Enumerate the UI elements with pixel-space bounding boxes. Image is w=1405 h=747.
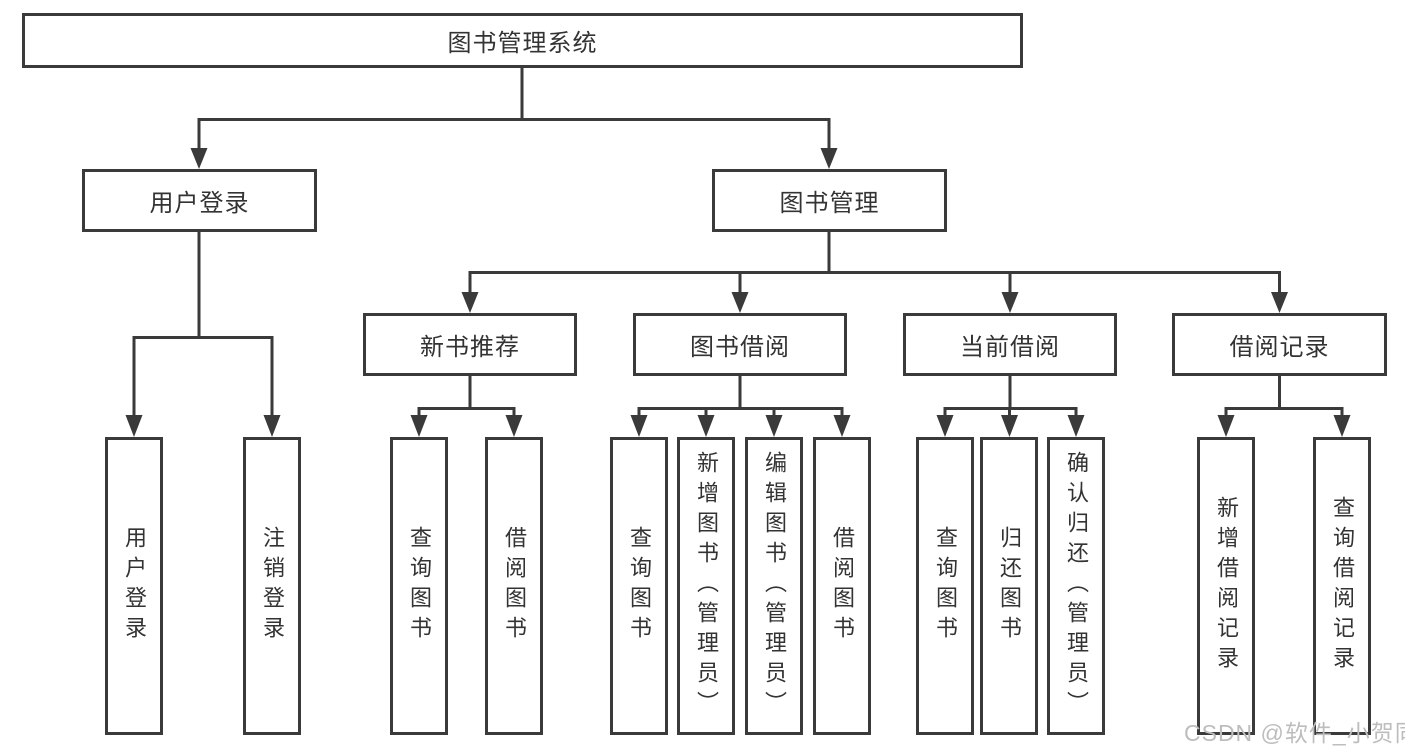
- node-new-book-recommend: 新书推荐: [363, 313, 577, 376]
- node-library-management-system: 图书管理系统: [22, 13, 1023, 68]
- leaf-confirm-return-admin: 确认归还（管理员）: [1047, 437, 1105, 735]
- leaf-label: 确认归还（管理员）: [1064, 451, 1089, 721]
- leaf-label: 新增借阅记录: [1214, 496, 1239, 676]
- leaf-label: 借阅图书: [502, 526, 527, 646]
- leaf-borrow-books-newbook: 借阅图书: [485, 437, 543, 735]
- leaf-label: 借阅图书: [830, 526, 855, 646]
- leaf-label: 查询图书: [627, 526, 652, 646]
- node-book-management: 图书管理: [712, 169, 947, 232]
- csdn-watermark: CSDN @软件_小贺同学: [1184, 720, 1405, 746]
- leaf-query-books-current: 查询图书: [916, 437, 974, 735]
- leaf-query-books-borrow: 查询图书: [610, 437, 668, 735]
- node-label: 当前借阅: [960, 334, 1060, 361]
- connector-arrowheads: [125, 148, 1351, 437]
- leaf-label: 用户登录: [122, 526, 147, 646]
- node-label: 用户登录: [149, 190, 250, 217]
- node-book-borrow: 图书借阅: [633, 313, 847, 376]
- leaf-label: 归还图书: [997, 526, 1022, 646]
- node-label: 借阅记录: [1229, 334, 1330, 361]
- leaf-borrow-books: 借阅图书: [813, 437, 871, 735]
- leaf-label: 查询借阅记录: [1330, 496, 1355, 676]
- node-borrow-records: 借阅记录: [1172, 313, 1387, 376]
- node-user-login: 用户登录: [82, 169, 317, 232]
- leaf-query-borrow-record: 查询借阅记录: [1313, 437, 1371, 735]
- node-current-borrow: 当前借阅: [903, 313, 1117, 376]
- leaf-label: 查询图书: [407, 526, 432, 646]
- leaf-label: 注销登录: [260, 526, 285, 646]
- node-label: 图书借阅: [690, 334, 790, 361]
- node-label: 图书管理系统: [447, 30, 598, 57]
- leaf-label: 新增图书（管理员）: [694, 451, 719, 721]
- leaf-return-book: 归还图书: [980, 437, 1038, 735]
- leaf-label: 编辑图书（管理员）: [762, 451, 787, 721]
- leaf-query-books-newbook: 查询图书: [390, 437, 448, 735]
- leaf-edit-book-admin: 编辑图书（管理员）: [745, 437, 803, 735]
- leaf-add-book-admin: 新增图书（管理员）: [677, 437, 735, 735]
- node-label: 新书推荐: [420, 334, 520, 361]
- leaf-logout: 注销登录: [243, 437, 301, 735]
- leaf-add-borrow-record: 新增借阅记录: [1197, 437, 1255, 735]
- leaf-user-login: 用户登录: [105, 437, 163, 735]
- node-label: 图书管理: [779, 190, 880, 217]
- leaf-label: 查询图书: [933, 526, 958, 646]
- connector-lines: [132, 68, 1344, 418]
